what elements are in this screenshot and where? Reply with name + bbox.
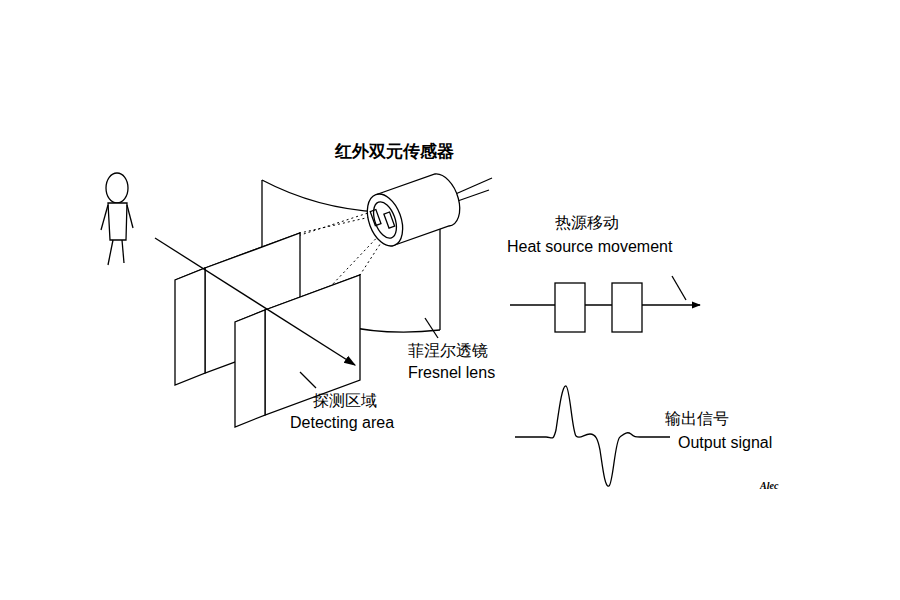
person-figure xyxy=(101,173,133,265)
area-label: 探测区域 xyxy=(313,392,377,410)
signature: Alec xyxy=(760,480,778,492)
leader-line xyxy=(300,372,316,388)
movement-label: Heat source movement xyxy=(507,238,672,256)
signal-label: 输出信号 xyxy=(665,410,729,428)
movement-arrow xyxy=(155,238,355,365)
lens-label: Fresnel lens xyxy=(408,364,495,382)
area-label: Detecting area xyxy=(290,414,394,432)
output-waveform xyxy=(515,386,670,486)
leader-line xyxy=(425,318,438,338)
dual-ir-sensor xyxy=(361,174,492,251)
movement-label: 热源移动 xyxy=(555,214,619,232)
heat-source-symbol xyxy=(510,276,700,332)
sensor-label: 红外双元传感器 xyxy=(335,142,454,162)
lens-label: 菲涅尔透镜 xyxy=(408,342,488,360)
signal-label: Output signal xyxy=(678,434,772,452)
